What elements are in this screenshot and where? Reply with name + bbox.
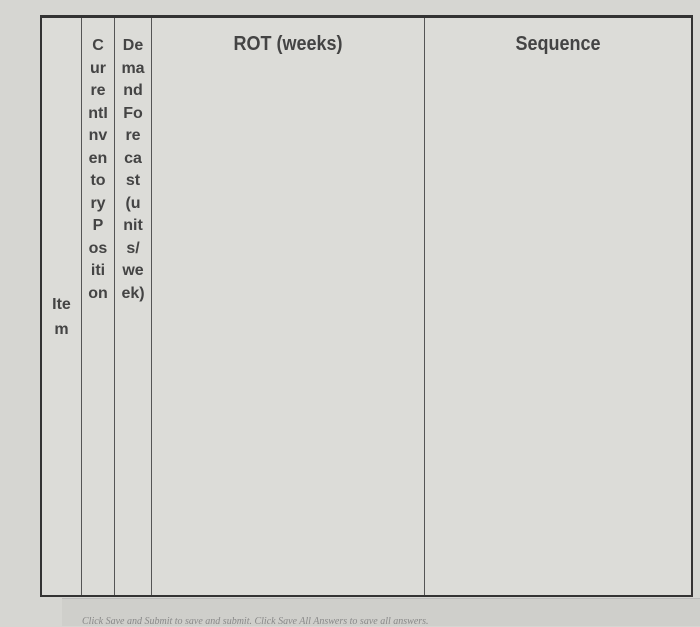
footer-instructions: Click Save and Submit to save and submit…: [82, 616, 429, 627]
footer-bar: Click Save and Submit to save and submit…: [62, 598, 700, 627]
header-current-inventory-position: CurrentInventoryPosition: [82, 18, 115, 595]
header-sequence-column: Sequence: [425, 18, 691, 595]
inventory-table: Item CurrentInventoryPosition DemandFore…: [40, 15, 693, 597]
header-demand-forecast: DemandForecast(units/week): [115, 18, 152, 595]
header-rot-column: ROT (weeks): [152, 18, 425, 595]
header-sequence: Sequence: [515, 33, 601, 55]
header-rot: ROT (weeks): [233, 33, 343, 55]
header-item-label: Item: [52, 295, 71, 338]
header-item: Item: [42, 18, 82, 595]
